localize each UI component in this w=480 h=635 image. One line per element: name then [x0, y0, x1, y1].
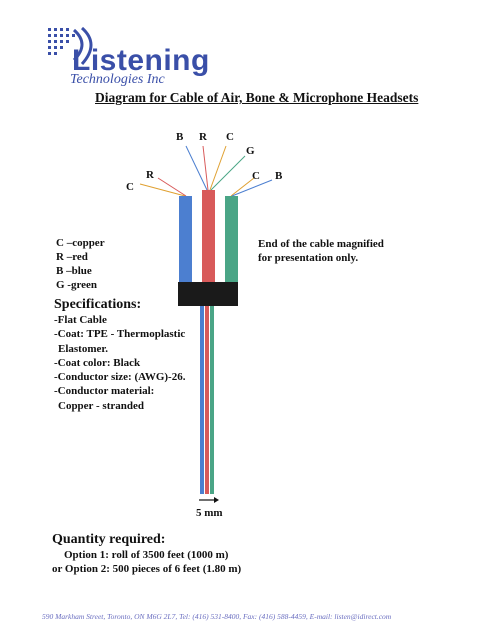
label-red-left: R [146, 169, 154, 181]
spec-line: -Conductor size: (AWG)-26. [54, 371, 186, 384]
label-copper-top: C [226, 131, 234, 143]
copper-strand-left [139, 183, 186, 197]
spec-line: Copper - stranded [58, 399, 144, 412]
quantity-heading: Quantity required: [52, 532, 166, 547]
label-green-top: G [246, 145, 255, 157]
spec-line: -Conductor material: [54, 385, 155, 398]
spec-line: -Flat Cable [54, 314, 107, 326]
green-strand-top [210, 155, 246, 191]
spec-line: -Coat: TPE - Thermoplastic [54, 328, 186, 341]
legend-green: G -green [56, 279, 98, 291]
note-line-1: End of the cable magnified [258, 238, 384, 250]
copper-strand-top [209, 145, 227, 191]
specifications-list: -Flat Cable -Coat: TPE - Thermoplastic E… [54, 313, 185, 413]
scale-arrow-head [214, 497, 219, 503]
label-red-top: R [199, 131, 207, 143]
quantity-option-1: Option 1: roll of 3500 feet (1000 m) [64, 549, 229, 561]
scale-label: 5 mm [196, 507, 223, 519]
cable-blue-line [200, 306, 204, 494]
label-copper-right: C [252, 170, 260, 182]
red-conductor [202, 190, 215, 282]
red-strand-top [202, 145, 209, 191]
color-legend: C –copper R –red B –blue G -green [56, 236, 105, 292]
logo-subtitle: Technologies Inc [70, 72, 165, 87]
magnification-note: End of the cable magnified for presentat… [258, 237, 384, 265]
spec-line: Elastomer. [58, 342, 109, 355]
label-blue-top: B [176, 131, 184, 143]
copper-strand-right [230, 177, 255, 197]
note-line-2: for presentation only. [258, 252, 359, 264]
blue-strand-top [185, 145, 208, 191]
red-strand-left [157, 177, 187, 197]
blue-conductor [179, 196, 192, 282]
logo-waves-icon [48, 26, 93, 66]
cable-red-line [205, 306, 209, 494]
cable-coat [178, 282, 238, 306]
quantity-option-2: or Option 2: 500 pieces of 6 feet (1.80 … [52, 563, 242, 575]
legend-copper: C –copper [56, 237, 105, 249]
legend-red: R –red [56, 251, 88, 263]
specifications-heading: Specifications: [54, 297, 142, 312]
quantity-options: Option 1: roll of 3500 feet (1000 m) or … [52, 548, 241, 576]
blue-strand-right [231, 179, 273, 197]
footer-address: 590 Markham Street, Toronto, ON M6G 2L7,… [42, 612, 392, 621]
logo-wordmark: Listening [72, 44, 210, 77]
legend-blue: B –blue [56, 265, 92, 277]
green-conductor [225, 196, 238, 282]
label-copper-left: C [126, 181, 134, 193]
spec-line: -Coat color: Black [54, 356, 141, 369]
label-blue-right: B [275, 170, 283, 182]
page-title: Diagram for Cable of Air, Bone & Microph… [95, 90, 419, 105]
cable-green-line [210, 306, 214, 494]
